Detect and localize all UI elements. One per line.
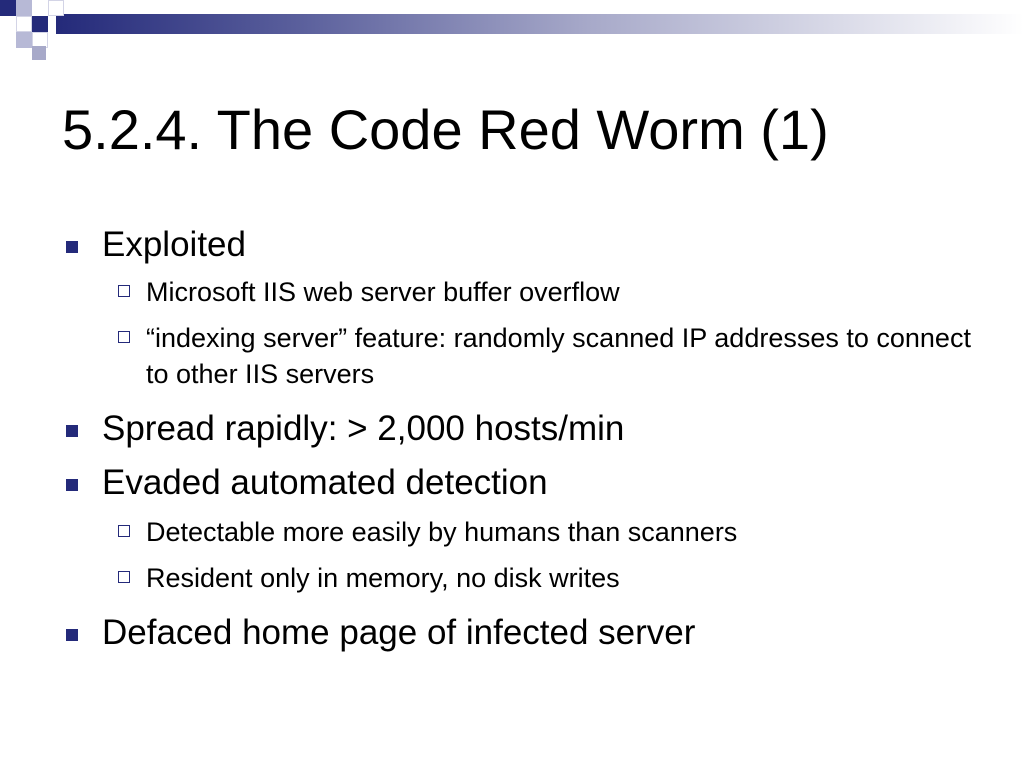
sub-bullet-text: Microsoft IIS web server buffer overflow bbox=[146, 277, 620, 307]
bullet-item: Defaced home page of infected server bbox=[62, 610, 982, 656]
decor-square-icon bbox=[0, 32, 16, 48]
sub-bullet-item: “indexing server” feature: randomly scan… bbox=[62, 320, 982, 392]
sub-bullet-item: Resident only in memory, no disk writes bbox=[62, 560, 982, 596]
slide-content: Exploited Microsoft IIS web server buffe… bbox=[62, 222, 982, 656]
bullet-text: Spread rapidly: > 2,000 hosts/min bbox=[102, 409, 625, 448]
sub-bullet-text: Detectable more easily by humans than sc… bbox=[146, 517, 738, 547]
bullet-text: Exploited bbox=[102, 225, 246, 264]
sub-bullet-text: Resident only in memory, no disk writes bbox=[146, 563, 620, 593]
bullet-item: Evaded automated detection bbox=[62, 460, 982, 506]
hollow-square-icon bbox=[118, 571, 130, 583]
filled-square-icon bbox=[66, 629, 78, 641]
sub-bullet-item: Detectable more easily by humans than sc… bbox=[62, 514, 982, 550]
hollow-square-icon bbox=[118, 285, 130, 297]
sub-bullet-item: Microsoft IIS web server buffer overflow bbox=[62, 274, 982, 310]
hollow-square-icon bbox=[118, 331, 130, 343]
bullet-item: Exploited bbox=[62, 222, 982, 270]
decor-square-icon bbox=[16, 16, 32, 32]
decor-square-icon bbox=[16, 32, 32, 48]
filled-square-icon bbox=[66, 479, 78, 491]
bullet-text: Evaded automated detection bbox=[102, 463, 548, 502]
decor-square-icon bbox=[32, 16, 48, 32]
header-gradient-bar bbox=[56, 14, 1024, 34]
bullet-item: Spread rapidly: > 2,000 hosts/min bbox=[62, 406, 982, 452]
hollow-square-icon bbox=[118, 525, 130, 537]
slide-title: 5.2.4. The Code Red Worm (1) bbox=[62, 98, 829, 161]
decor-square-icon bbox=[0, 0, 16, 16]
bullet-text: Defaced home page of infected server bbox=[102, 613, 696, 652]
filled-square-icon bbox=[66, 241, 78, 253]
decor-square-icon bbox=[16, 0, 32, 16]
filled-square-icon bbox=[66, 425, 78, 437]
sub-bullet-text: “indexing server” feature: randomly scan… bbox=[146, 323, 971, 389]
decor-square-icon bbox=[48, 0, 64, 16]
decor-square-icon bbox=[32, 46, 46, 60]
header-decoration bbox=[0, 0, 1024, 62]
